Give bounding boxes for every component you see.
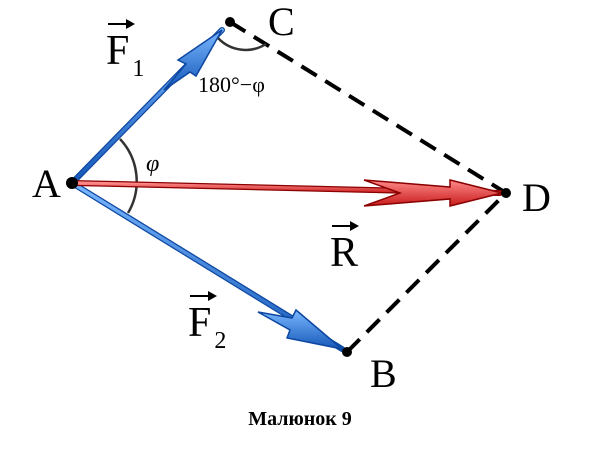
vector-f2-name: F xyxy=(188,300,212,346)
vector-r-label: R xyxy=(330,221,359,276)
angle-phi-arc xyxy=(119,138,138,214)
vector-f1-arrow xyxy=(69,27,225,186)
point-d-dot xyxy=(501,188,511,198)
angle-phi-label: φ xyxy=(146,151,160,177)
angle-supplement-arc xyxy=(217,37,267,52)
dashed-line-b-d xyxy=(345,191,508,354)
angle-supplement-label: 180°−φ xyxy=(198,72,265,97)
vector-f2-subscript: 2 xyxy=(214,328,227,354)
point-c-dot xyxy=(225,17,235,27)
point-c-label: C xyxy=(268,0,295,44)
point-b-label: B xyxy=(370,351,397,396)
vector-arrow-icon xyxy=(190,291,217,301)
vector-f1-name: F xyxy=(106,28,130,74)
vector-f1-subscript: 1 xyxy=(132,56,145,82)
point-d-label: D xyxy=(522,175,551,220)
figure-caption: Малюнок 9 xyxy=(248,408,352,430)
vector-r-name: R xyxy=(330,230,359,276)
vector-arrow-icon xyxy=(332,221,359,231)
point-a-dot xyxy=(66,177,78,189)
vector-f2-arrow xyxy=(69,180,345,352)
vector-arrow-icon xyxy=(108,19,135,29)
point-a-label: A xyxy=(32,161,61,206)
dashed-line-c-d xyxy=(228,20,508,195)
vector-r-arrow xyxy=(69,179,503,207)
point-b-dot xyxy=(342,347,352,357)
